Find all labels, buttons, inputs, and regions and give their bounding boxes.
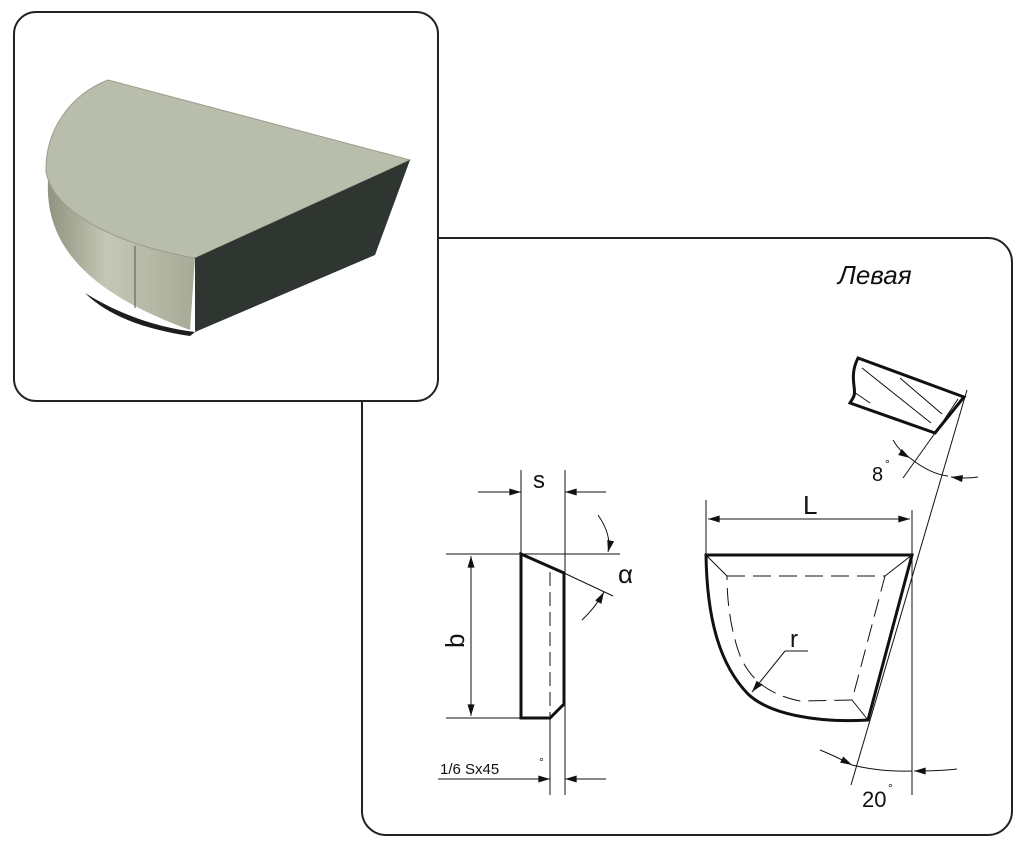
side-view <box>438 470 620 795</box>
radius-r-label: r <box>790 626 798 653</box>
insert-3d-model <box>45 79 412 336</box>
angle-alpha-label: α <box>618 559 633 589</box>
angle-20-label: 20 <box>862 787 886 812</box>
dim-s-label: s <box>533 467 545 494</box>
dim-b-label: b <box>440 634 470 648</box>
drawing-title: Левая <box>836 260 912 290</box>
dim-L-label: L <box>803 490 817 520</box>
chamfer-label: 1/6 Sx45 <box>440 761 499 778</box>
top-view <box>704 356 979 795</box>
drawing-panel <box>361 237 1013 836</box>
angle-8-label: 8 <box>872 464 883 486</box>
angle-20-degree: ° <box>888 781 893 795</box>
chamfer-degree: ° <box>539 755 544 769</box>
angle-8-degree: ° <box>885 457 890 471</box>
